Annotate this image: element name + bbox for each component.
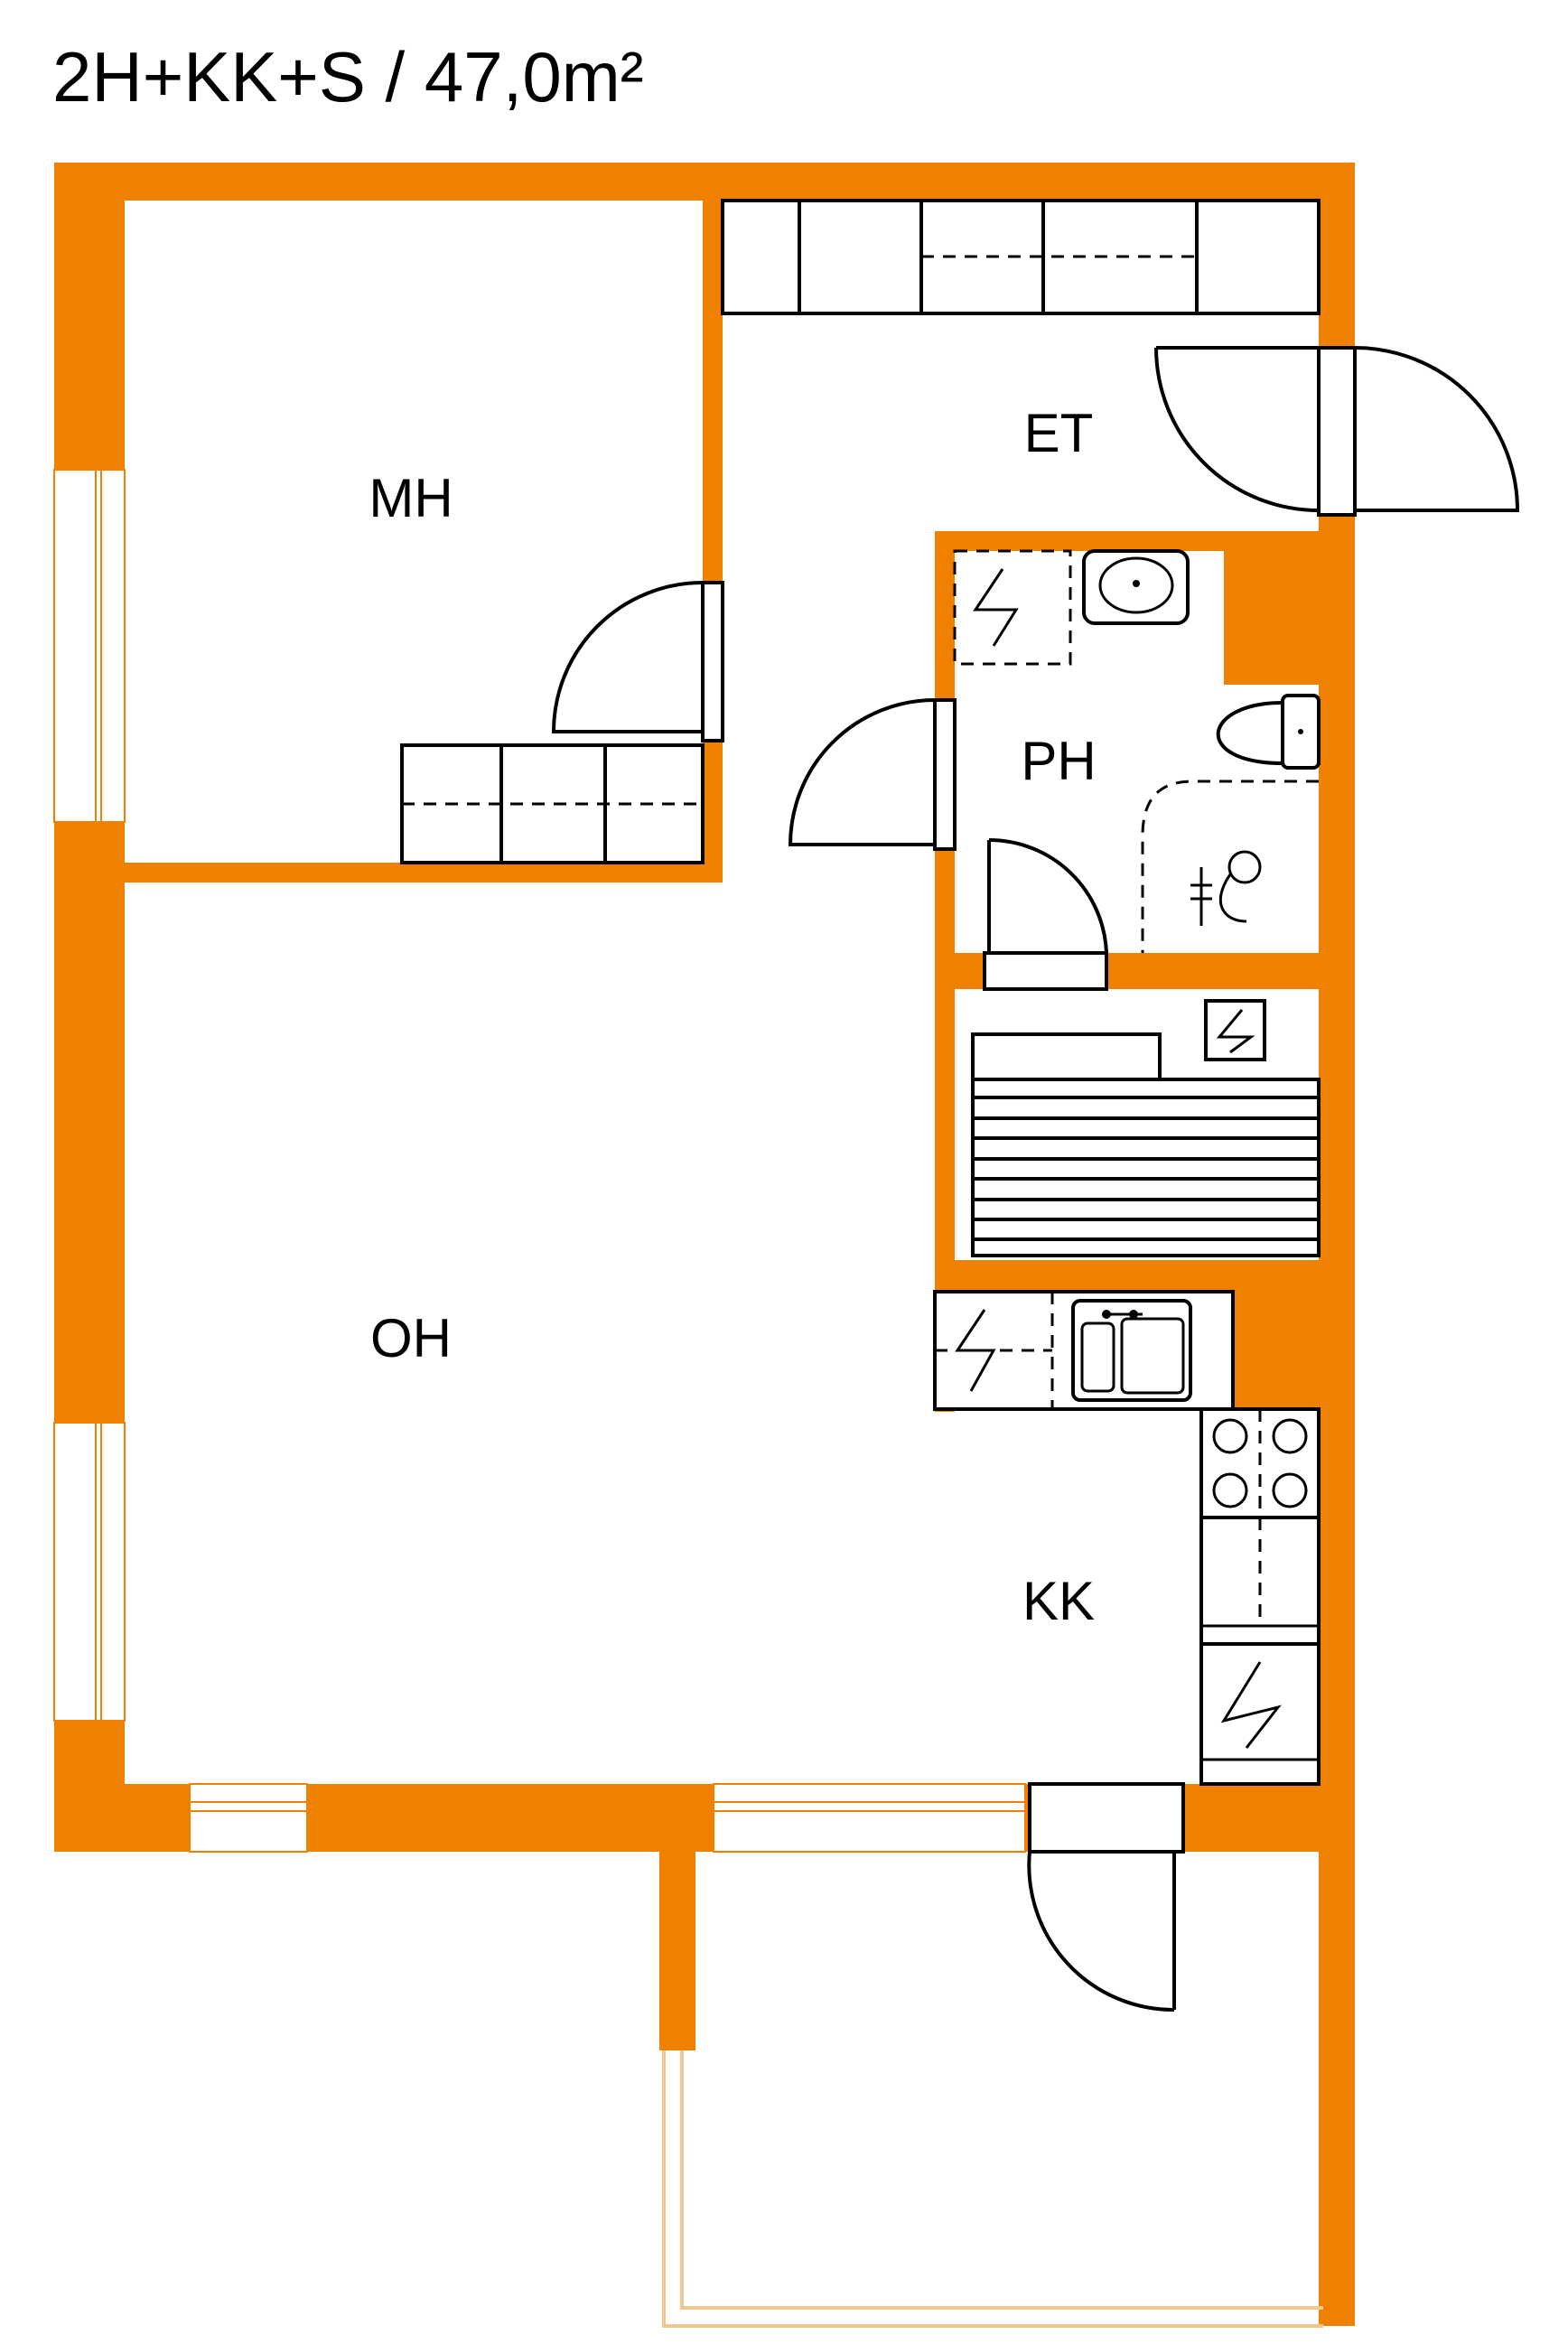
shower-icon [1190,850,1262,926]
sauna-stove [1204,999,1266,1061]
bathroom-cabinet [953,549,1072,666]
window-oh [53,1422,126,1722]
balcony-railing [662,2050,1323,2328]
wardrobe-bedroom [400,743,705,864]
room-label-ph: PH [1021,731,1096,791]
door-mh [551,581,724,742]
door-ph [788,698,957,851]
room-label-et: ET [1024,403,1094,463]
door-sauna [983,838,1108,991]
washbasin [1082,549,1190,625]
balcony-door-window [713,1783,1026,1853]
window-south [189,1783,308,1853]
sauna-benches [971,1032,1321,1257]
fridge [1199,1642,1321,1786]
room-label-kk: KK [1022,1571,1095,1631]
window-mh [53,469,126,823]
toilet [1216,694,1321,770]
room-label-mh: MH [369,468,453,528]
entrance-door [1154,346,1520,517]
kitchen-counter-side [1199,1516,1321,1646]
shower-area [1141,780,1319,953]
plan-title: 2H+KK+S / 47,0m² [52,37,644,117]
kitchen-counter-top [933,1290,1235,1411]
stove [1199,1407,1321,1519]
room-label-oh: OH [370,1308,452,1368]
kitchen-sink [1071,1299,1192,1402]
balcony-door [1027,1782,1185,2012]
wardrobe-entrance [721,199,1321,315]
